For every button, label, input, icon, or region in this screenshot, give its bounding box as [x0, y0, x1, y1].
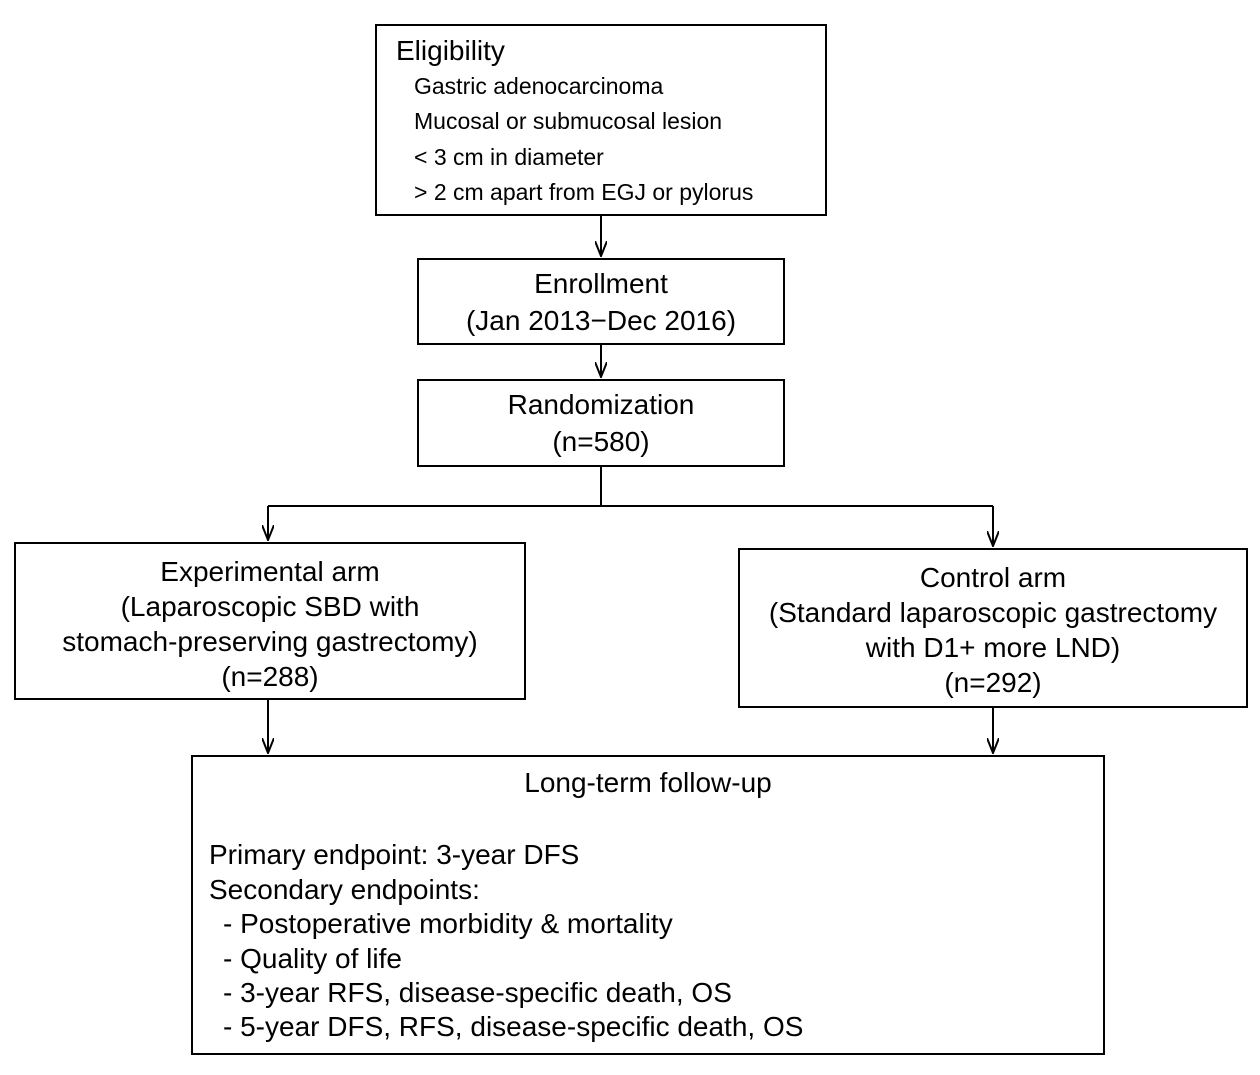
- eligibility-criterion: > 2 cm apart from EGJ or pylorus: [414, 179, 754, 205]
- experimental-arm-description: stomach-preserving gastrectomy): [62, 626, 478, 657]
- eligibility-criterion: Gastric adenocarcinoma: [414, 73, 664, 99]
- randomization-count: (n=580): [552, 426, 650, 457]
- control-arm-title: Control arm: [919, 562, 1067, 593]
- secondary-endpoints-title: Secondary endpoints:: [209, 874, 480, 905]
- secondary-endpoint-item: - 5-year DFS, RFS, disease-specific deat…: [223, 1011, 804, 1042]
- control-arm-description: (Standard laparoscopic gastrectomy: [768, 597, 1218, 628]
- secondary-endpoint-item: - Postoperative morbidity & mortality: [223, 908, 673, 939]
- control-arm-description: with D1+ more LND): [865, 632, 1121, 663]
- secondary-endpoint-item: - Quality of life: [223, 943, 402, 974]
- follow-up-box: Long-term follow-up Primary endpoint: 3-…: [191, 755, 1105, 1055]
- enrollment-title: Enrollment: [534, 268, 668, 299]
- follow-up-title: Long-term follow-up: [524, 767, 772, 798]
- enrollment-period: (Jan 2013−Dec 2016): [465, 305, 737, 336]
- experimental-arm-title: Experimental arm: [160, 556, 380, 587]
- control-arm-count: (n=292): [944, 667, 1042, 698]
- randomization-box: Randomization (n=580): [417, 379, 785, 467]
- eligibility-title: Eligibility: [396, 35, 505, 66]
- eligibility-criterion: Mucosal or submucosal lesion: [414, 108, 723, 134]
- randomization-title: Randomization: [507, 389, 695, 420]
- experimental-arm-box: Experimental arm (Laparoscopic SBD with …: [14, 542, 526, 700]
- primary-endpoint: Primary endpoint: 3-year DFS: [209, 839, 580, 870]
- experimental-arm-count: (n=288): [221, 661, 319, 692]
- secondary-endpoint-item: - 3-year RFS, disease-specific death, OS: [223, 977, 732, 1008]
- control-arm-box: Control arm (Standard laparoscopic gastr…: [738, 548, 1248, 708]
- experimental-arm-description: (Laparoscopic SBD with: [120, 591, 420, 622]
- eligibility-criterion: < 3 cm in diameter: [414, 144, 604, 170]
- enrollment-box: Enrollment (Jan 2013−Dec 2016): [417, 258, 785, 345]
- eligibility-box: Eligibility Gastric adenocarcinoma Mucos…: [375, 24, 827, 216]
